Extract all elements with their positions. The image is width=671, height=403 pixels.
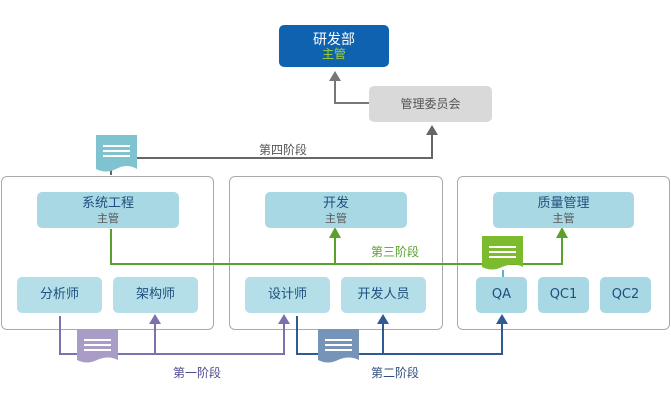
node-management-committee[interactable]: 管理委员会	[369, 86, 492, 122]
node-qc2[interactable]: QC2	[600, 277, 651, 313]
node-qa[interactable]: QA	[476, 277, 527, 313]
node-system-engineering-head[interactable]: 系统工程 主管	[37, 192, 179, 228]
committee-to-top-line	[334, 79, 370, 104]
node-subtitle: 主管	[552, 211, 575, 225]
node-title: 开发人员	[357, 287, 410, 302]
arrowhead	[329, 71, 341, 81]
node-title: 研发部	[313, 31, 355, 48]
node-analyst[interactable]: 分析师	[17, 277, 102, 313]
node-developer[interactable]: 开发人员	[341, 277, 426, 313]
node-designer[interactable]: 设计师	[245, 277, 330, 313]
node-title: QA	[491, 287, 512, 302]
phase-label-3: 第三阶段	[371, 245, 420, 259]
node-subtitle: 主管	[325, 211, 347, 225]
node-title: 开发	[322, 195, 349, 211]
document-icon	[318, 329, 359, 363]
arrowhead	[426, 125, 438, 135]
phase-label-4: 第四阶段	[259, 143, 308, 157]
node-subtitle: 主管	[97, 211, 119, 225]
node-rd-department[interactable]: 研发部 主管	[279, 25, 389, 67]
document-icon	[77, 329, 118, 363]
node-title: 分析师	[39, 287, 79, 302]
node-title: 管理委员会	[400, 97, 461, 111]
node-title: 架构师	[135, 287, 175, 302]
node-development-head[interactable]: 开发 主管	[265, 192, 407, 228]
node-qc1[interactable]: QC1	[538, 277, 589, 313]
node-title: 系统工程	[81, 195, 134, 211]
phase-label-2: 第二阶段	[371, 366, 420, 380]
node-architect[interactable]: 架构师	[113, 277, 198, 313]
node-subtitle: 主管	[321, 46, 346, 61]
document-icon	[482, 236, 523, 270]
node-title: 质量管理	[537, 195, 590, 211]
node-quality-head[interactable]: 质量管理 主管	[493, 192, 634, 228]
node-title: QC2	[611, 287, 640, 302]
document-icon	[96, 135, 137, 172]
phase-label-1: 第一阶段	[173, 366, 222, 380]
node-title: 设计师	[267, 287, 307, 302]
node-title: QC1	[549, 287, 578, 302]
